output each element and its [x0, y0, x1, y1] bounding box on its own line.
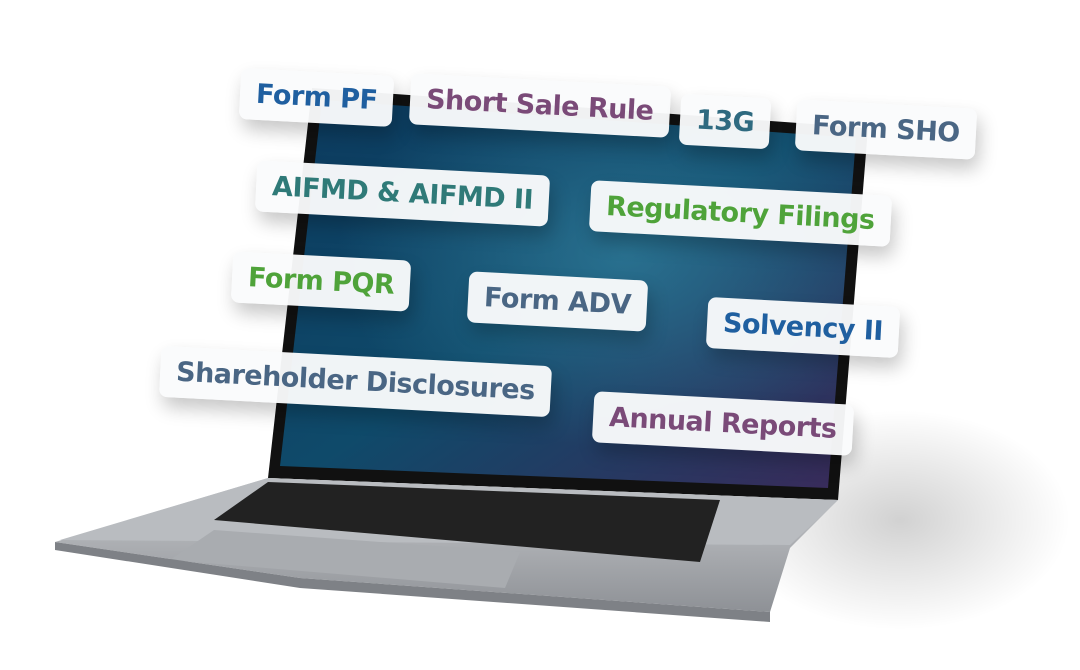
tag-label: Form PQR — [247, 262, 395, 301]
tag-label: Annual Reports — [608, 402, 838, 445]
tag-form-pf: Form PF — [238, 68, 395, 127]
trackpad — [170, 530, 520, 588]
tag-label: Regulatory Filings — [605, 190, 876, 237]
tag-form-sho: Form SHO — [794, 99, 977, 160]
laptop-front-edge — [55, 542, 770, 622]
tag-label: Short Sale Rule — [425, 84, 655, 127]
tag-label: AIFMD & AIFMD II — [271, 171, 534, 216]
tag-label: Shareholder Disclosures — [175, 356, 536, 407]
tag-solvency-ii: Solvency II — [705, 297, 901, 358]
tag-label: Form ADV — [483, 282, 632, 321]
keyboard — [214, 482, 720, 562]
tag-label: Form PF — [255, 78, 379, 117]
tag-label: Form SHO — [811, 110, 961, 149]
tag-form-pqr: Form PQR — [230, 251, 412, 312]
tag-label: Solvency II — [722, 307, 884, 348]
tag-form-adv: Form ADV — [466, 271, 649, 332]
tag-label: 13G — [695, 104, 756, 139]
tag-13g: 13G — [678, 93, 772, 150]
